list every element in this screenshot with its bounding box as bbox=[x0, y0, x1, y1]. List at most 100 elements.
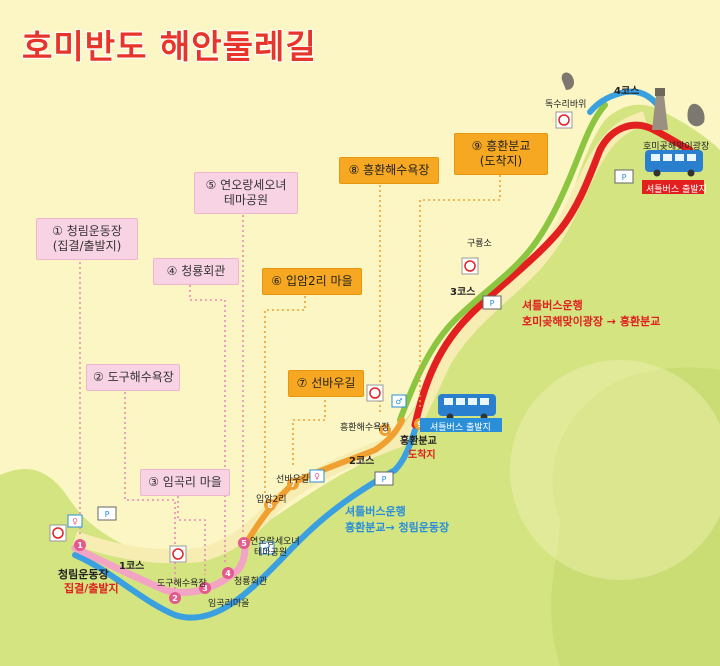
parking-icon: P bbox=[97, 506, 117, 521]
svg-text:2: 2 bbox=[172, 594, 178, 603]
callout-9[interactable]: ⑨ 흥환분교 (도착지) bbox=[454, 133, 548, 175]
label-seonbau: 선바우길 bbox=[276, 475, 310, 485]
waypoint-8[interactable] bbox=[379, 424, 391, 436]
leader-9 bbox=[419, 175, 501, 410]
label-doksuri: 독수리바위 bbox=[545, 100, 587, 110]
callout-7[interactable]: ⑦ 선바우길 bbox=[288, 370, 364, 397]
peninsula-land bbox=[0, 104, 720, 666]
waypoint-6[interactable] bbox=[264, 499, 276, 511]
svg-text:P: P bbox=[382, 475, 387, 484]
course-1-label: 1코스 bbox=[119, 561, 145, 572]
svg-text:7: 7 bbox=[290, 480, 296, 489]
shuttle-stop-box-1 bbox=[420, 418, 502, 432]
hand-sculpture-icon bbox=[687, 103, 705, 127]
bus-icon bbox=[645, 150, 703, 177]
shuttle-blue-route: 흥환분교→ 청림운동장 bbox=[345, 521, 450, 534]
leader-4 bbox=[189, 285, 226, 562]
no-smoking-icon bbox=[555, 111, 573, 129]
svg-text:8: 8 bbox=[382, 426, 388, 435]
label-arrival: 도착지 bbox=[408, 450, 436, 461]
waypoint-5[interactable] bbox=[238, 537, 250, 549]
label-heunghwan-beach: 흥환해수욕장 bbox=[340, 423, 390, 433]
waypoint-3[interactable] bbox=[199, 582, 211, 594]
shuttle-route-red bbox=[411, 121, 694, 429]
statue-icon bbox=[561, 72, 574, 90]
callout-4-num: ④ bbox=[166, 264, 178, 278]
label-heunghwan-school: 흥환분교 bbox=[400, 436, 437, 447]
label-ipam: 입암2리 bbox=[256, 495, 287, 505]
label-imgok: 임곡리마을 bbox=[208, 599, 250, 609]
callout-2[interactable]: ② 도구해수욕장 bbox=[86, 364, 180, 391]
svg-text:♀: ♀ bbox=[314, 472, 320, 481]
leader-6 bbox=[264, 296, 306, 497]
svg-text:♂: ♂ bbox=[263, 544, 270, 553]
waypoint-2[interactable] bbox=[169, 592, 181, 604]
callout-3[interactable]: ③ 임곡리 마을 bbox=[140, 469, 230, 496]
course-3-label: 3코스 bbox=[450, 287, 476, 298]
label-cheongnim: 청림운동장 bbox=[58, 568, 109, 581]
svg-text:♂: ♂ bbox=[395, 397, 402, 406]
callout-6-line-1: 입암2리 마을 bbox=[285, 274, 353, 288]
waypoint-1[interactable] bbox=[74, 539, 86, 551]
waypoint-4[interactable] bbox=[222, 567, 234, 579]
label-yeonorang: 연오랑세오녀 bbox=[250, 537, 300, 547]
shuttle-blue-title: 셔틀버스운행 bbox=[345, 505, 406, 518]
trail-course-1 bbox=[71, 541, 249, 596]
callout-1-num: ① bbox=[52, 224, 63, 238]
leader-3 bbox=[177, 496, 206, 575]
svg-text:6: 6 bbox=[267, 501, 273, 510]
callout-6[interactable]: ⑥ 입암2리 마을 bbox=[262, 268, 362, 295]
lighthouse-icon bbox=[652, 88, 668, 130]
no-smoking-icon bbox=[169, 545, 187, 563]
shuttle-route-blue bbox=[72, 427, 418, 621]
callout-6-num: ⑥ bbox=[271, 274, 283, 288]
callout-1-line-1: 청림운동장 bbox=[66, 224, 122, 238]
no-smoking-icon bbox=[366, 384, 384, 402]
toilet-icon: ♂ bbox=[259, 541, 275, 555]
map-title: 호미반도 해안둘레길 bbox=[21, 26, 317, 67]
no-smoking-icon bbox=[461, 257, 479, 275]
leader-7 bbox=[292, 400, 326, 468]
parking-icon: P bbox=[614, 169, 634, 184]
callout-3-line-1: 임곡리 마을 bbox=[162, 475, 222, 489]
svg-text:4: 4 bbox=[225, 569, 231, 578]
trail-course-2 bbox=[242, 417, 405, 548]
shuttle-stop-box-2 bbox=[642, 180, 704, 194]
svg-text:1: 1 bbox=[77, 541, 83, 550]
inland-hill bbox=[551, 367, 720, 666]
label-shuttle-stop-blue: 셔틀버스 출발지 bbox=[430, 423, 491, 433]
callout-8[interactable]: ⑧ 흥환해수욕장 bbox=[339, 157, 439, 184]
label-dogu: 도구해수욕장 bbox=[157, 579, 207, 589]
callout-8-line-1: 흥환해수욕장 bbox=[363, 163, 430, 177]
label-gureungso: 구룡소 bbox=[467, 239, 492, 249]
callout-2-num: ② bbox=[93, 370, 104, 384]
trail-course-4 bbox=[587, 88, 663, 115]
shuttle-red-title: 셔틀버스운행 bbox=[522, 299, 583, 312]
shuttle-red-route: 호미곶해맞이광장 → 흥환분교 bbox=[522, 315, 661, 328]
inland-circle bbox=[510, 360, 720, 580]
callout-5-line-2: 테마공원 bbox=[223, 193, 269, 207]
callout-5[interactable]: ⑤ 연오랑세오녀 테마공원 bbox=[194, 172, 298, 214]
callout-5-line-1: 연오랑세오녀 bbox=[220, 178, 287, 192]
waypoint-7[interactable] bbox=[287, 478, 299, 490]
callout-7-line-1: 선바우길 bbox=[311, 376, 356, 390]
callout-1[interactable]: ① 청림운동장 (집결/출발지) bbox=[36, 218, 138, 260]
svg-text:P: P bbox=[490, 299, 495, 308]
course-4-label: 4코스 bbox=[614, 86, 640, 97]
parking-icon: P bbox=[374, 471, 394, 486]
callout-2-line-1: 도구해수욕장 bbox=[107, 370, 174, 384]
label-theme: 테마공원 bbox=[254, 548, 288, 558]
callout-1-line-2: (집결/출발지) bbox=[52, 239, 122, 253]
course-2-label: 2코스 bbox=[349, 456, 375, 467]
trail-course-3 bbox=[397, 102, 608, 423]
callout-9-line-2: (도착지) bbox=[479, 154, 523, 168]
callout-4[interactable]: ④ 청룡회관 bbox=[153, 258, 239, 285]
callout-9-num: ⑨ bbox=[471, 139, 483, 153]
callout-4-line-1: 청룡회관 bbox=[181, 264, 226, 278]
svg-text:5: 5 bbox=[241, 539, 247, 548]
svg-text:P: P bbox=[622, 173, 627, 182]
no-smoking-icon bbox=[49, 524, 67, 542]
toilet-icon: ♀ bbox=[309, 469, 325, 483]
callout-7-num: ⑦ bbox=[296, 376, 308, 390]
